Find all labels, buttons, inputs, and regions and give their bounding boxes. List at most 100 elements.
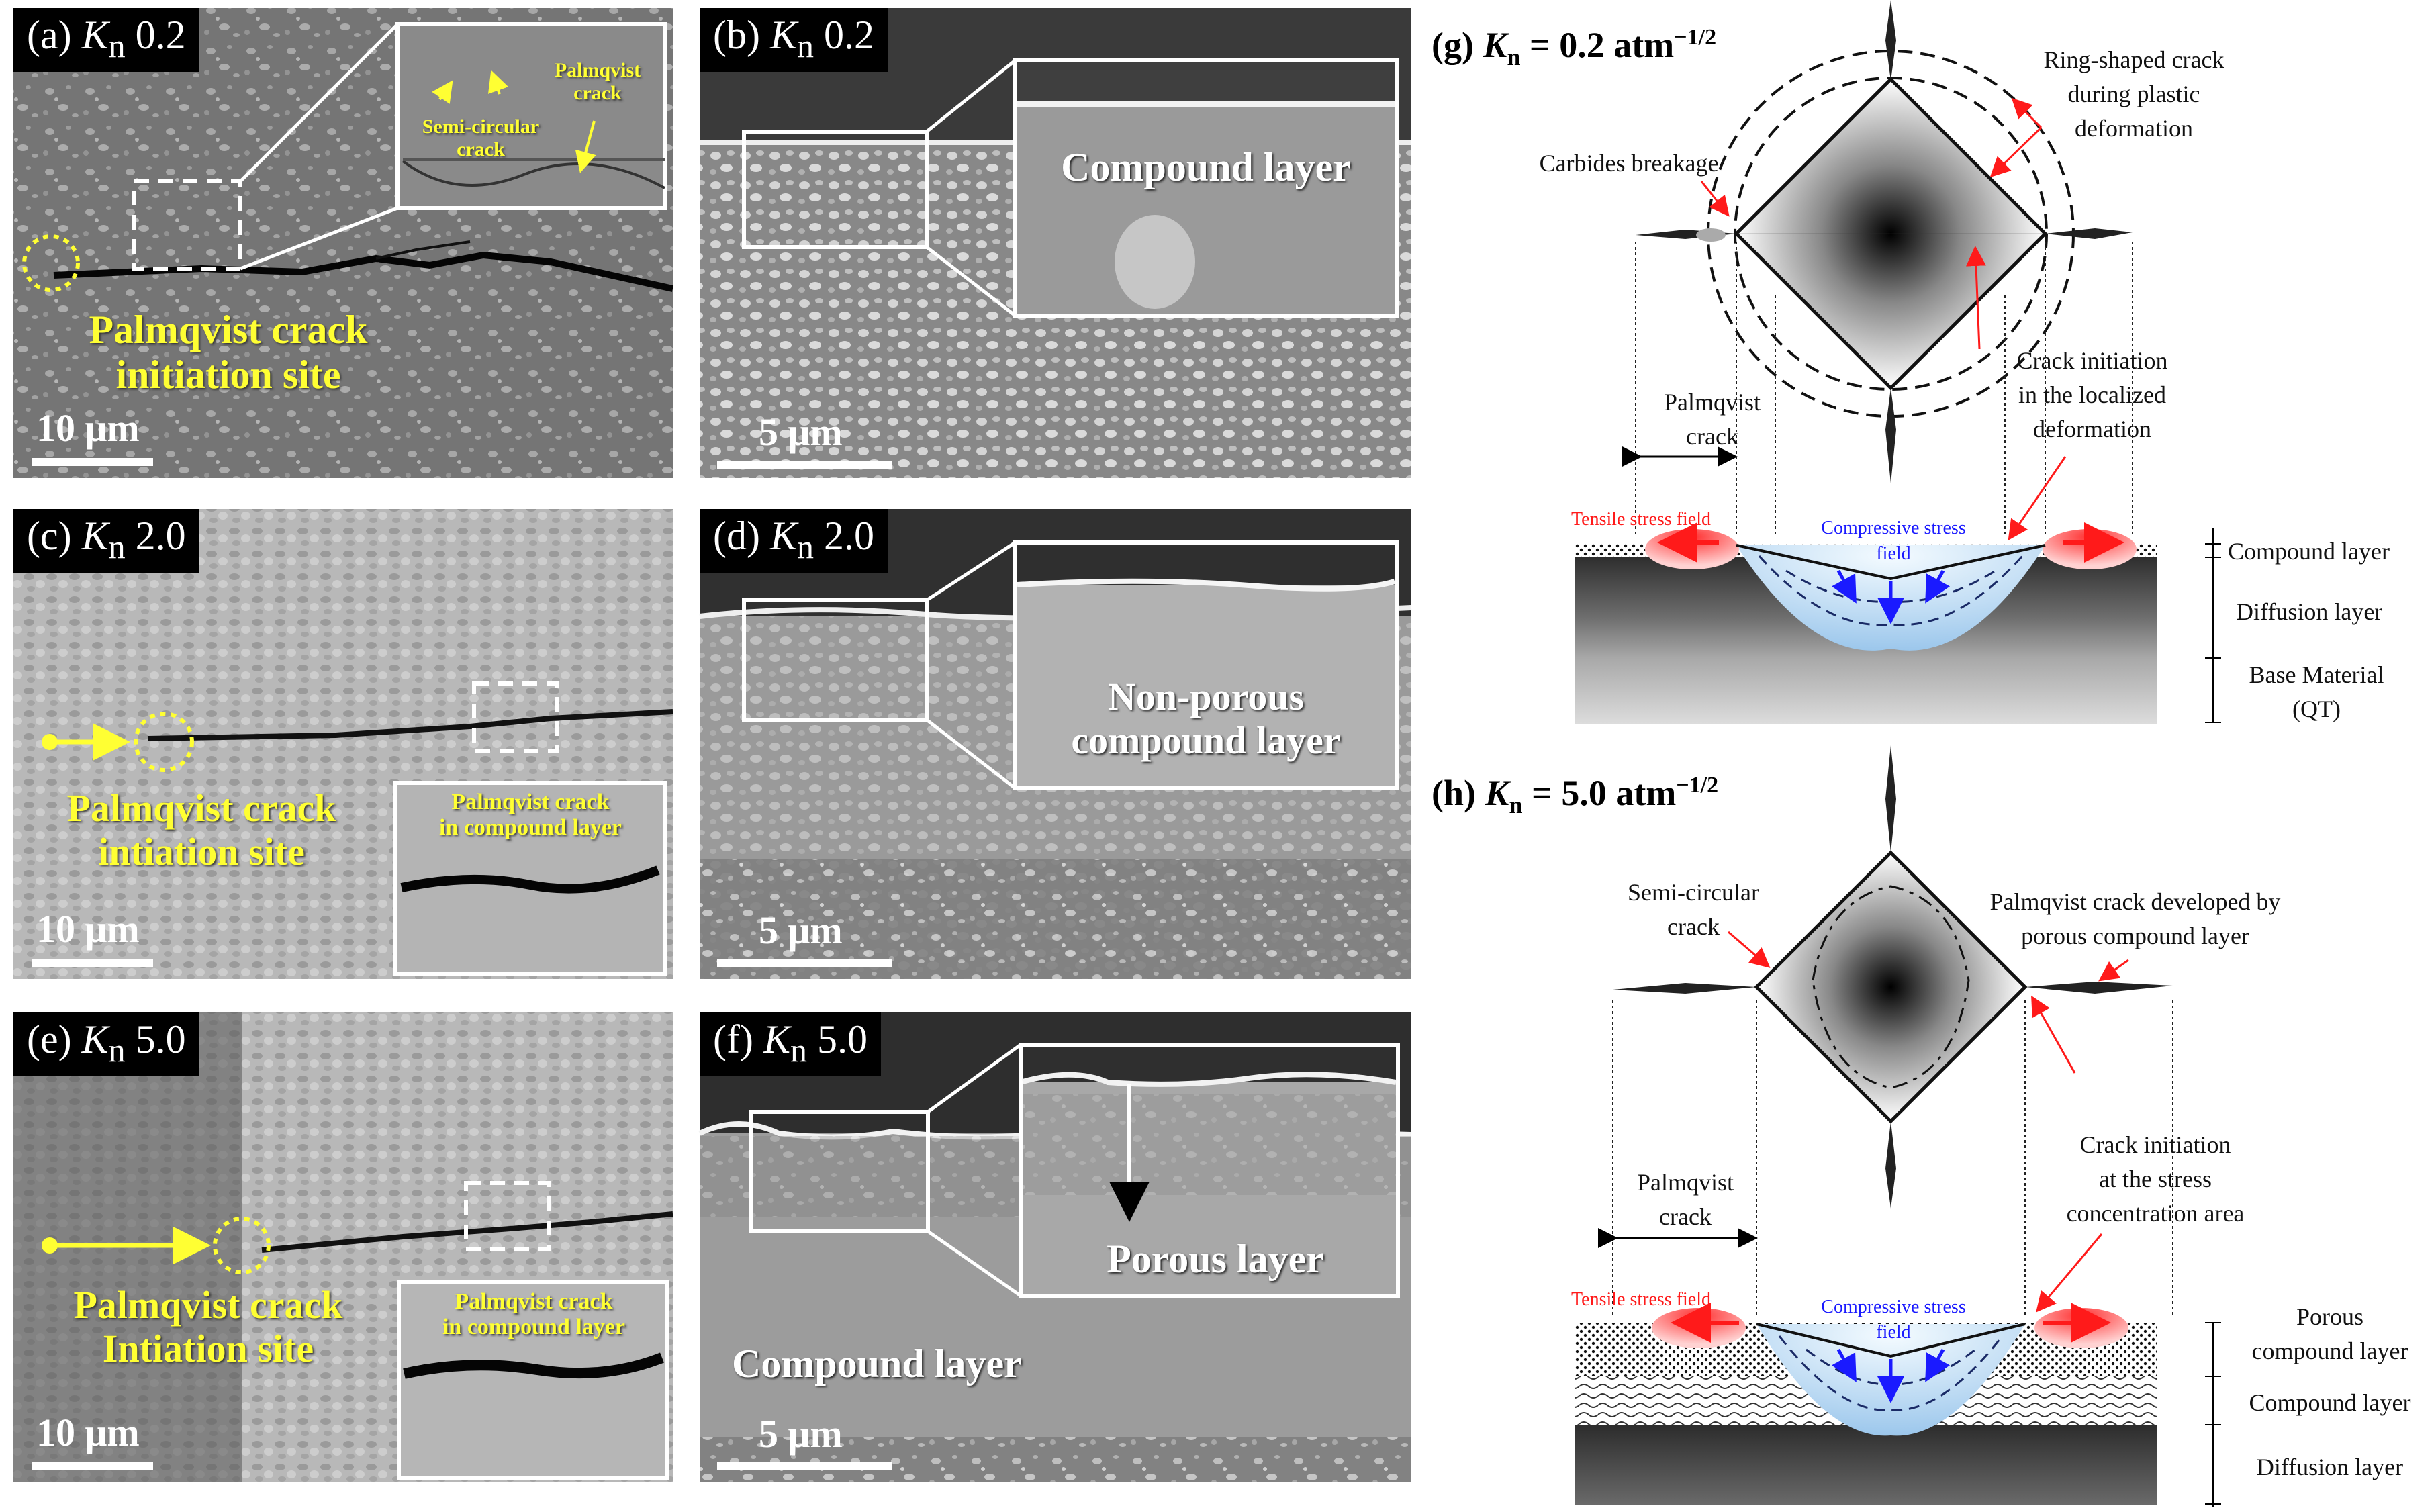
initiation-circle-c xyxy=(134,712,194,772)
panel-d xyxy=(699,509,1412,979)
panel-c-label: (c) Kn 2.0 xyxy=(13,509,199,573)
diagram-g-crack-init: Crack initiation in the localized deform… xyxy=(2016,347,2168,443)
panel-c-inset-text: Palmqvist crack in compound layer xyxy=(438,790,622,841)
diagram-h-title-sub: n xyxy=(1509,791,1523,818)
zoom-box-d xyxy=(742,598,929,722)
panel-a-caption: Palmqvist crack initiation site xyxy=(89,308,368,397)
panel-b-inset-text: Compound layer xyxy=(1061,145,1351,189)
panel-a xyxy=(13,8,674,478)
inset-a xyxy=(395,22,667,210)
diagram-h-tensile: Tensile stress field xyxy=(1571,1289,1711,1310)
panel-a-label-var: K xyxy=(81,13,109,57)
diagram-g-tensile: Tensile stress field xyxy=(1571,509,1711,530)
panel-c-label-val: 2.0 xyxy=(125,514,186,558)
crack-line-a xyxy=(53,251,674,292)
diagram-h-layer-compound: Compound layer xyxy=(2249,1389,2411,1416)
diagram-h-palm-dev: Palmqvist crack developed by porous comp… xyxy=(1989,888,2281,950)
diagram-h-palmqvist: Palmqvist crack xyxy=(1636,1169,1734,1231)
panel-c xyxy=(13,509,673,979)
diagram-g-title-var: K xyxy=(1483,25,1507,65)
diagram-h-title-var: K xyxy=(1485,773,1509,813)
panel-c-label-var: K xyxy=(81,514,109,558)
panel-a-label-sub: n xyxy=(108,27,126,64)
diagram-g-layer-diffusion: Diffusion layer xyxy=(2236,598,2383,625)
diagram-g-layer-base: Base Material (QT) xyxy=(2249,661,2384,723)
diagram-g xyxy=(1575,0,2221,724)
panel-c-caption: Palmqvist crack intiation site xyxy=(66,786,336,873)
panel-f-label-var: K xyxy=(763,1017,790,1061)
diagram-h-title: (h) Kn = 5.0 atm−1/2 xyxy=(1432,772,1718,819)
crack-bottom-h xyxy=(1885,1121,1896,1209)
panel-c-scale: 10 μm xyxy=(36,907,140,951)
crack-right-h xyxy=(2025,982,2173,994)
panel-e-scale: 10 μm xyxy=(36,1411,140,1454)
diagram-g-ring-crack: Ring-shaped crack during plastic deforma… xyxy=(2043,46,2224,142)
panel-b-label-var: K xyxy=(769,13,797,57)
panel-a-label-val: 0.2 xyxy=(125,13,186,57)
panel-e-label-val: 5.0 xyxy=(125,1017,186,1061)
tensile-field-right-h xyxy=(2034,1308,2128,1348)
diagram-g-title-prefix: (g) xyxy=(1432,25,1483,65)
diagram-g-title-sub: n xyxy=(1507,43,1521,70)
panel-b-label-prefix: (b) xyxy=(713,13,770,57)
zoom-box-f xyxy=(749,1110,930,1233)
tensile-field-left-g xyxy=(1645,529,1739,569)
panel-e-caption: Palmqvist crack Intiation site xyxy=(73,1283,343,1370)
panel-a-inset-semi: Semi-circular crack xyxy=(422,115,540,160)
diagram-g-compressive: Compressive stress field xyxy=(1821,518,1966,564)
panel-b-scale: 5 μm xyxy=(759,410,843,454)
crack-left-h xyxy=(1613,983,1756,994)
panel-f-label-sub: n xyxy=(790,1031,807,1069)
crack-line-c xyxy=(147,709,673,741)
panel-c-label-sub: n xyxy=(108,528,126,565)
crack-top-g xyxy=(1885,0,1896,81)
diagram-h-semi-circular: Semi-circular crack xyxy=(1628,879,1759,941)
panel-d-label-prefix: (d) xyxy=(713,514,770,558)
panel-d-label-sub: n xyxy=(797,528,814,565)
panel-d-inset-text: Non-porous compound layer xyxy=(1071,675,1341,762)
panel-f-label: (f) Kn 5.0 xyxy=(700,1012,881,1076)
tensile-field-right-g xyxy=(2043,529,2137,569)
zoom-box-b xyxy=(742,130,929,249)
diagram-h-title-prefix: (h) xyxy=(1432,773,1485,813)
diagram-h xyxy=(1575,745,2221,1507)
diagram-h-layer-porous: Porous compound layer xyxy=(2251,1303,2408,1365)
panel-f-label-val: 5.0 xyxy=(806,1017,868,1061)
diffusion-layer-h xyxy=(1575,1425,2157,1505)
panel-b-label-sub: n xyxy=(797,27,814,64)
panel-a-label-prefix: (a) xyxy=(27,13,82,57)
inset-e xyxy=(397,1280,669,1480)
crack-right-g xyxy=(2045,228,2133,239)
base-material-g xyxy=(1575,658,2157,724)
panel-e xyxy=(13,1012,673,1482)
diagram-h-title-sup: −1/2 xyxy=(1676,773,1719,798)
diagram-h-layer-diffusion: Diffusion layer xyxy=(2256,1454,2404,1480)
panel-a-scale: 10 μm xyxy=(36,406,140,450)
initiation-circle-a xyxy=(22,234,80,292)
panel-f-scale: 5 μm xyxy=(759,1412,843,1456)
panel-f-main-text: Compound layer xyxy=(732,1341,1022,1386)
panel-e-label-prefix: (e) xyxy=(27,1017,82,1061)
diagram-g-title-sup: −1/2 xyxy=(1674,25,1717,50)
tensile-field-left-h xyxy=(1652,1308,1746,1348)
panel-a-label: (a) Kn 0.2 xyxy=(13,8,199,72)
diagram-h-compressive: Compressive stress field xyxy=(1821,1296,1966,1343)
panel-d-label-val: 2.0 xyxy=(814,514,874,558)
diagram-g-layer-compound: Compound layer xyxy=(2228,538,2390,565)
diagram-h-crack-init: Crack initiation at the stress concentra… xyxy=(2066,1131,2245,1227)
panel-b-label-val: 0.2 xyxy=(814,13,874,57)
panel-f-label-prefix: (f) xyxy=(713,1017,763,1061)
panel-d-label-var: K xyxy=(769,514,797,558)
panel-a-inset-palm: Palmqvist crack xyxy=(554,59,641,104)
panel-d-label: (d) Kn 2.0 xyxy=(700,509,888,573)
crack-line-e xyxy=(261,1211,673,1253)
panel-d-scale: 5 μm xyxy=(759,908,843,952)
panel-e-label-var: K xyxy=(81,1017,109,1061)
panel-e-label: (e) Kn 5.0 xyxy=(13,1012,199,1076)
panel-b xyxy=(700,8,1411,478)
zoom-box-a xyxy=(132,179,242,271)
initiation-circle-e xyxy=(213,1217,271,1274)
panel-f-inset-text: Porous layer xyxy=(1107,1237,1324,1281)
panel-c-label-prefix: (c) xyxy=(27,514,82,558)
